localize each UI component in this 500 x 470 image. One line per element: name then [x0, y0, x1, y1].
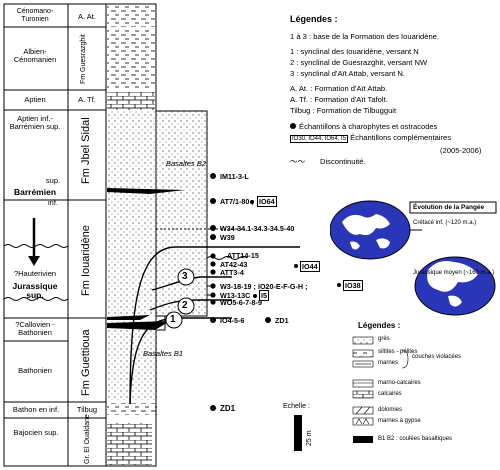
- basalt-label-b2: Basaltes B2: [166, 159, 207, 168]
- sample-zd1a: ZD1: [275, 316, 289, 325]
- stage-bathon-inf: Bathon en inf.: [12, 405, 60, 414]
- sample-io44: IO44: [300, 261, 320, 272]
- sample-io64: IO64: [257, 196, 277, 207]
- legend-top-line3: 2 : synclinal de Guesrazghit, versant NW: [290, 58, 428, 67]
- legend-top-line8: Échantillons à charophytes et ostracodes: [299, 122, 438, 131]
- sample-dot-at42: [210, 261, 216, 267]
- legend-basalt: B1 B2 : coulées basaltiques: [378, 436, 453, 442]
- legend-siltites: siltites - pélites: [378, 349, 418, 355]
- formation-jbel-sidal: Fm Jbel Sidal: [80, 117, 92, 184]
- sample-dot-at7: [210, 198, 216, 204]
- stage-hauterivien: ?Hauterivien: [13, 269, 57, 278]
- legend-top-line9-row: IO30, IO44, IO64, I5 Échantillons complé…: [290, 132, 495, 145]
- stage-bajocien: Bajocien sup.: [13, 428, 59, 437]
- legend-top-line11-row: 〜〜 Discontinuité.: [290, 156, 495, 167]
- sample-at42: AT42-43: [220, 260, 248, 269]
- map-title-frame: [409, 201, 497, 214]
- map-jurassique-label: Jurassique moyen (~160 m.a.): [413, 270, 495, 276]
- sample-dot-im11: [210, 173, 216, 179]
- sample-zd1b: ZD1: [220, 404, 236, 413]
- sample-w13: W13-13C: [220, 291, 251, 300]
- legend-top-line5: A. At. : Formation d'Aït Attab.: [290, 84, 388, 93]
- sample-wo5: WO5-6-7-8-9: [220, 298, 262, 307]
- sample-dot-zd1b: [210, 405, 216, 411]
- map-cretace-label: Crétacé inf. (~120 m.a.): [413, 220, 477, 226]
- scale-title: Echelle :: [283, 403, 310, 410]
- circle-number-2: [177, 297, 195, 315]
- stage-bathonien: Bathonien: [18, 366, 52, 375]
- sample-dot-zd1a: [265, 317, 271, 323]
- sample-dot-w39: [210, 234, 216, 240]
- number-3: 3: [182, 271, 188, 282]
- sample-w3: W3-18-19 ; IO20-E-F-G-H ;: [220, 282, 308, 291]
- legend-marnes-gypse: marnes à gypse: [378, 418, 421, 424]
- formation-el-oualdane: Gr. El Oualdane: [84, 414, 91, 464]
- sample-w34: W34-34.1-34.3-34.5-40: [220, 224, 295, 233]
- circle-number-1: [165, 311, 183, 329]
- formation-tilbug: Tilbug: [76, 405, 98, 414]
- legend-marno-calcaires: marno-calcaires: [378, 380, 421, 386]
- sample-att14: ATT14-15: [227, 251, 259, 260]
- legend-top-line7: Tilbug : Formation de Tilbugguit: [290, 106, 397, 115]
- legend-bottom-title: Légendes :: [358, 321, 401, 330]
- formation-guesrazghit: Fm Guesrazghit: [80, 34, 87, 84]
- legend-marnes: marnes: [378, 360, 399, 366]
- sample-att34: ATT3-4: [220, 268, 244, 277]
- sample-io4: IO4-5-6: [220, 316, 245, 325]
- legend-top-line9: Échantillons complémentaires: [350, 133, 452, 142]
- number-1: 1: [170, 314, 176, 325]
- sample-dot-w34: [210, 225, 216, 231]
- sample-dot-wo5: [210, 299, 216, 305]
- pangea-maps: [330, 200, 497, 316]
- scale-value: 25 m: [306, 430, 313, 446]
- stage-sup: sup.: [45, 176, 61, 185]
- sample-dot-io4: [210, 317, 216, 323]
- legend-top: Légendes : 1 à 3 : base de la Formation …: [290, 14, 495, 167]
- stage-barremien: Barrémien: [13, 187, 57, 197]
- sample-dot-att34: [210, 269, 216, 275]
- legend-top-line9-box: IO30, IO44, IO64, I5: [290, 135, 349, 143]
- basalt-label-b1: Basaltes B1: [143, 349, 184, 358]
- sample-w39: W39: [220, 233, 235, 242]
- stage-callovien: ?Callovien - Bathonien: [15, 320, 55, 337]
- formation-iouaridene: Fm Iouaridène: [80, 225, 92, 296]
- legend-top-line2: 1 : synclinal des Iouaridène, versant N: [290, 47, 419, 56]
- legend-top-line11: Discontinuité.: [320, 157, 366, 166]
- legend-top-line4: 3 : synclinal d'Aït Attab, versant N.: [290, 69, 405, 78]
- legend-top-line8-row: Échantillons à charophytes et ostracodes: [290, 121, 495, 132]
- legend-bottom-swatches: [352, 336, 409, 443]
- stage-inf: inf.: [47, 198, 58, 207]
- map-title: Évolution de la Pangée: [413, 204, 485, 211]
- sample-dot-w3: [210, 283, 216, 289]
- legend-calcaires: calcaires: [378, 391, 402, 397]
- circle-number-3: [177, 268, 195, 286]
- sample-dot-w13: [210, 292, 216, 298]
- sample-io38: IO38: [343, 280, 363, 291]
- sample-i5: I5: [259, 290, 269, 301]
- stage-jurassique-sup: Jurassique sup.: [12, 281, 58, 300]
- formation-a-at: A. At.: [78, 12, 96, 21]
- number-2: 2: [182, 300, 188, 311]
- legend-top-line1: 1 à 3 : base de la Formation des Iouarid…: [290, 32, 440, 41]
- wavy-line-icon: 〜〜: [290, 157, 306, 166]
- stage-aptien-barremien: Aptien inf.- Barrémien sup.: [9, 114, 61, 131]
- formation-a-tf: A. Tf.: [78, 95, 96, 104]
- scale-bar: [294, 415, 302, 451]
- stage-albien-cenomanien: Albien- Cénomanien: [13, 47, 57, 64]
- sample-im11: IM11-3-L: [220, 172, 249, 181]
- filled-dot-icon: [290, 123, 296, 129]
- legend-top-line6: A. Tf. : Formation d'Aït Tafolt.: [290, 95, 388, 104]
- legend-dolomies: dolomies: [378, 407, 403, 413]
- legend-top-title: Légendes :: [290, 14, 338, 24]
- legend-gres: grès: [378, 336, 390, 342]
- legend-couches-violacees: couches violacées: [412, 354, 462, 360]
- sample-at7: AT7/1-80 ;: [220, 197, 254, 206]
- stage-aptien: Aptien: [24, 95, 46, 104]
- legend-top-line10: (2005-2006): [440, 146, 482, 155]
- sample-dot-att14: [210, 253, 216, 259]
- stage-cenomano-turonien: Cénomano- Turonien: [16, 8, 54, 23]
- formation-guettioua: Fm Guettioua: [80, 329, 92, 396]
